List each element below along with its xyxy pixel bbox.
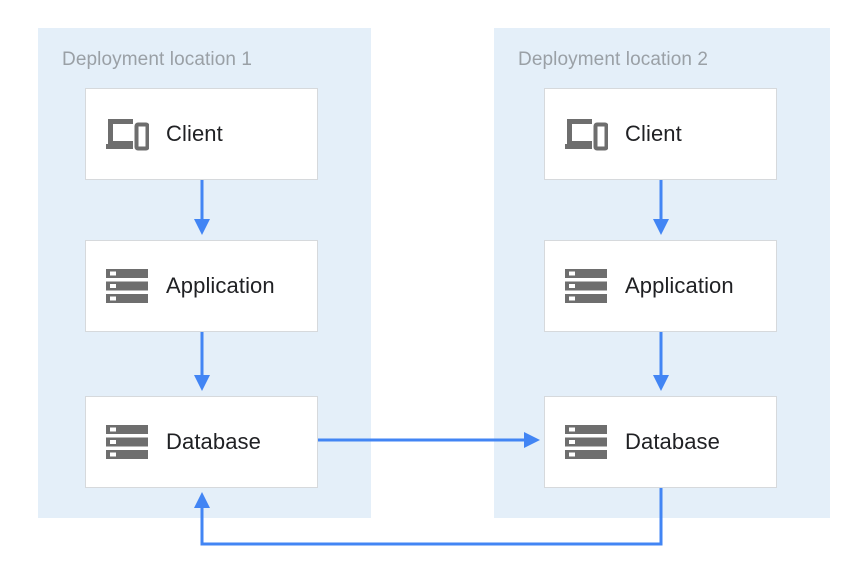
node-application-2[interactable]: Application (544, 240, 777, 332)
node-label-application-2: Application (625, 273, 734, 298)
node-label-database-1: Database (166, 429, 261, 454)
node-label-client-2: Client (625, 121, 682, 146)
node-database-2[interactable]: Database (544, 396, 777, 488)
server-icon (104, 419, 150, 465)
server-icon (563, 419, 609, 465)
server-icon (104, 263, 150, 309)
zone-title-2: Deployment location 2 (518, 49, 709, 70)
zone-title-1: Deployment location 1 (62, 49, 253, 70)
node-label-database-2: Database (625, 429, 720, 454)
node-label-client-1: Client (166, 121, 223, 146)
node-label-application-1: Application (166, 273, 275, 298)
devices-icon (563, 111, 609, 157)
node-client-1[interactable]: Client (85, 88, 318, 180)
server-icon (563, 263, 609, 309)
node-application-1[interactable]: Application (85, 240, 318, 332)
node-database-1[interactable]: Database (85, 396, 318, 488)
node-client-2[interactable]: Client (544, 88, 777, 180)
devices-icon (104, 111, 150, 157)
